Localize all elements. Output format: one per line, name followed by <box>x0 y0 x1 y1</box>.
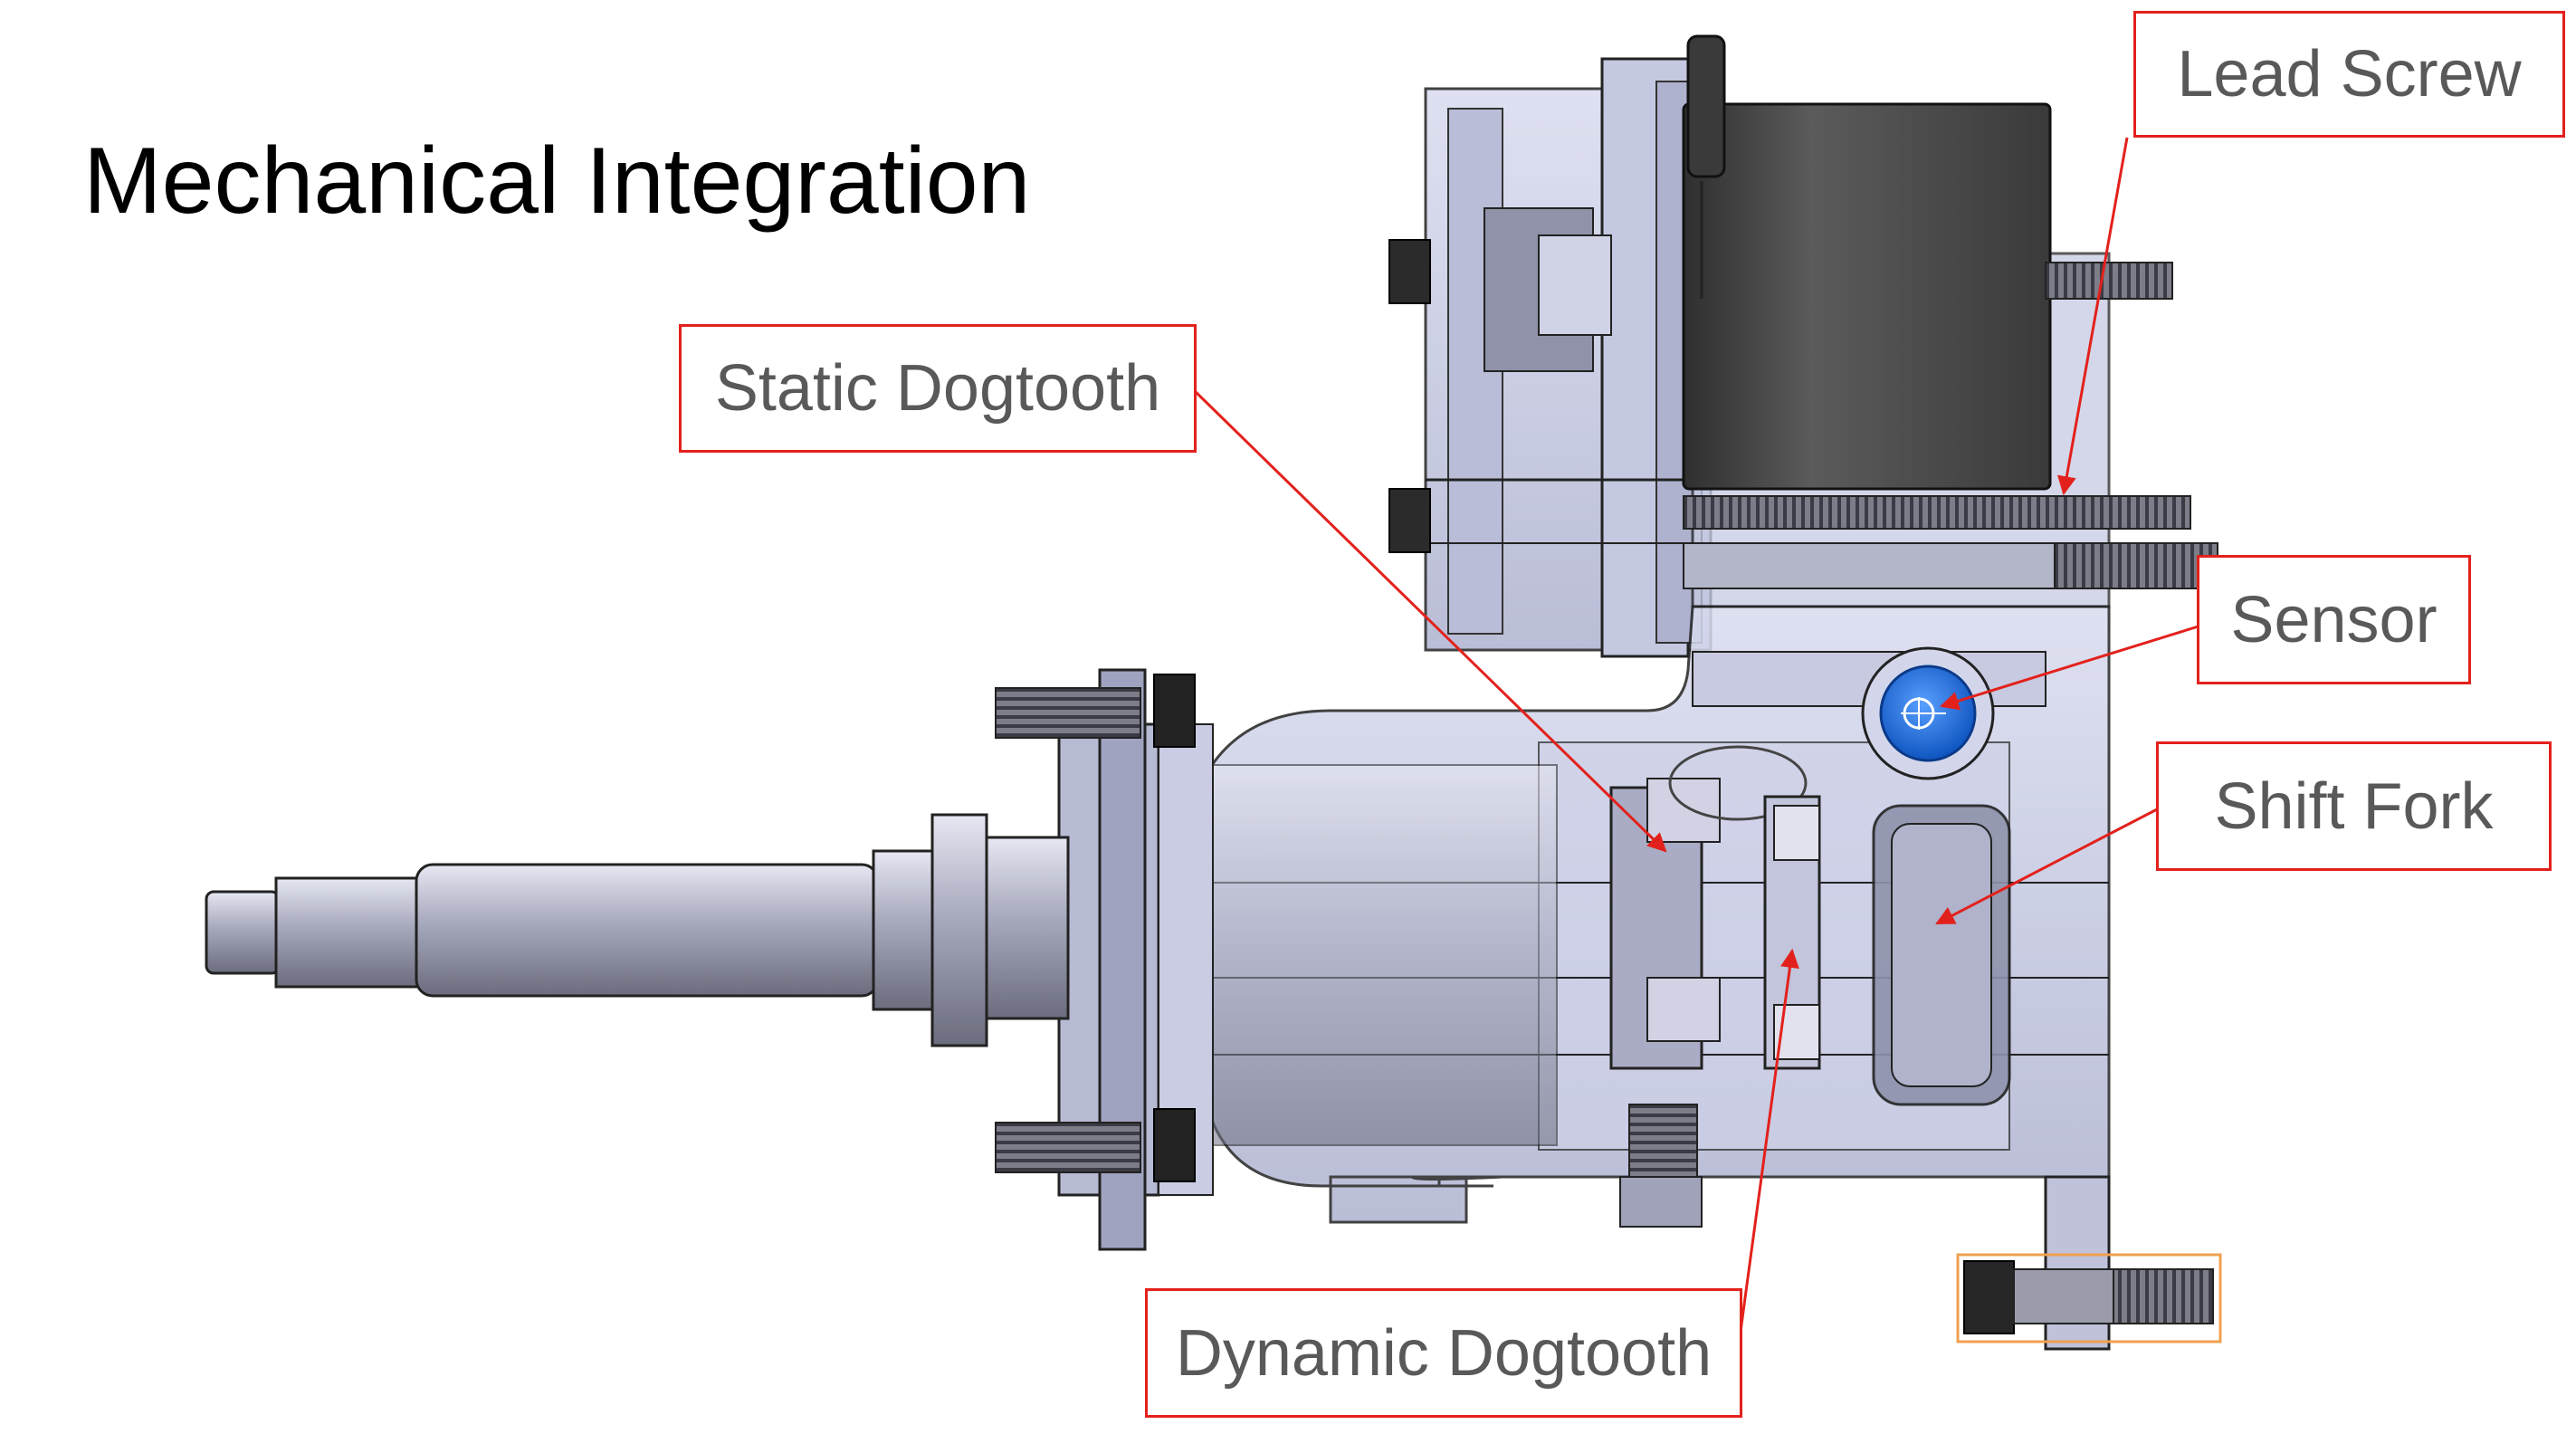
slide-title: Mechanical Integration <box>83 129 1031 234</box>
bottom-thread-stub <box>1628 1104 1698 1187</box>
static-dogtooth-leader <box>1193 389 1667 853</box>
shift-fork-leader <box>1935 807 2160 925</box>
lead-screw <box>1683 262 2218 589</box>
lead-screw-leader <box>2056 137 2129 496</box>
lower-bolt-head <box>1388 488 1431 553</box>
dynamic-dogtooth-label: Dynamic Dogtooth <box>1175 1316 1713 1390</box>
dynamic-dogtooth-callout: Dynamic Dogtooth <box>1145 1288 1742 1418</box>
shift-fork-label: Shift Fork <box>2214 770 2494 843</box>
lead-screw-label: Lead Screw <box>2177 38 2522 110</box>
bottom-block <box>1619 1176 1703 1228</box>
selection-highlight-box <box>1956 1253 2222 1343</box>
motor <box>1682 34 2052 491</box>
sensor-callout: Sensor <box>2197 555 2471 684</box>
upper-bolt-head <box>1388 239 1431 304</box>
static-dogtooth-label: Static Dogtooth <box>714 352 1161 425</box>
dynamic-dogtooth <box>1763 795 1821 1070</box>
output-shaft <box>205 764 1558 1146</box>
highlighted-bolt <box>1956 1253 2222 1343</box>
flange <box>995 668 1214 1251</box>
sensor-leader <box>1939 623 2205 711</box>
dynamic-dogtooth-leader <box>1738 948 1799 1339</box>
sensor <box>1861 646 1995 780</box>
leader-lines <box>1193 137 2205 1339</box>
sensor-label: Sensor <box>2230 583 2438 656</box>
lead-screw-callout: Lead Screw <box>2133 11 2565 138</box>
shift-fork <box>1692 651 2046 1106</box>
shift-fork-callout: Shift Fork <box>2156 741 2552 871</box>
static-dogtooth-callout: Static Dogtooth <box>679 324 1197 453</box>
